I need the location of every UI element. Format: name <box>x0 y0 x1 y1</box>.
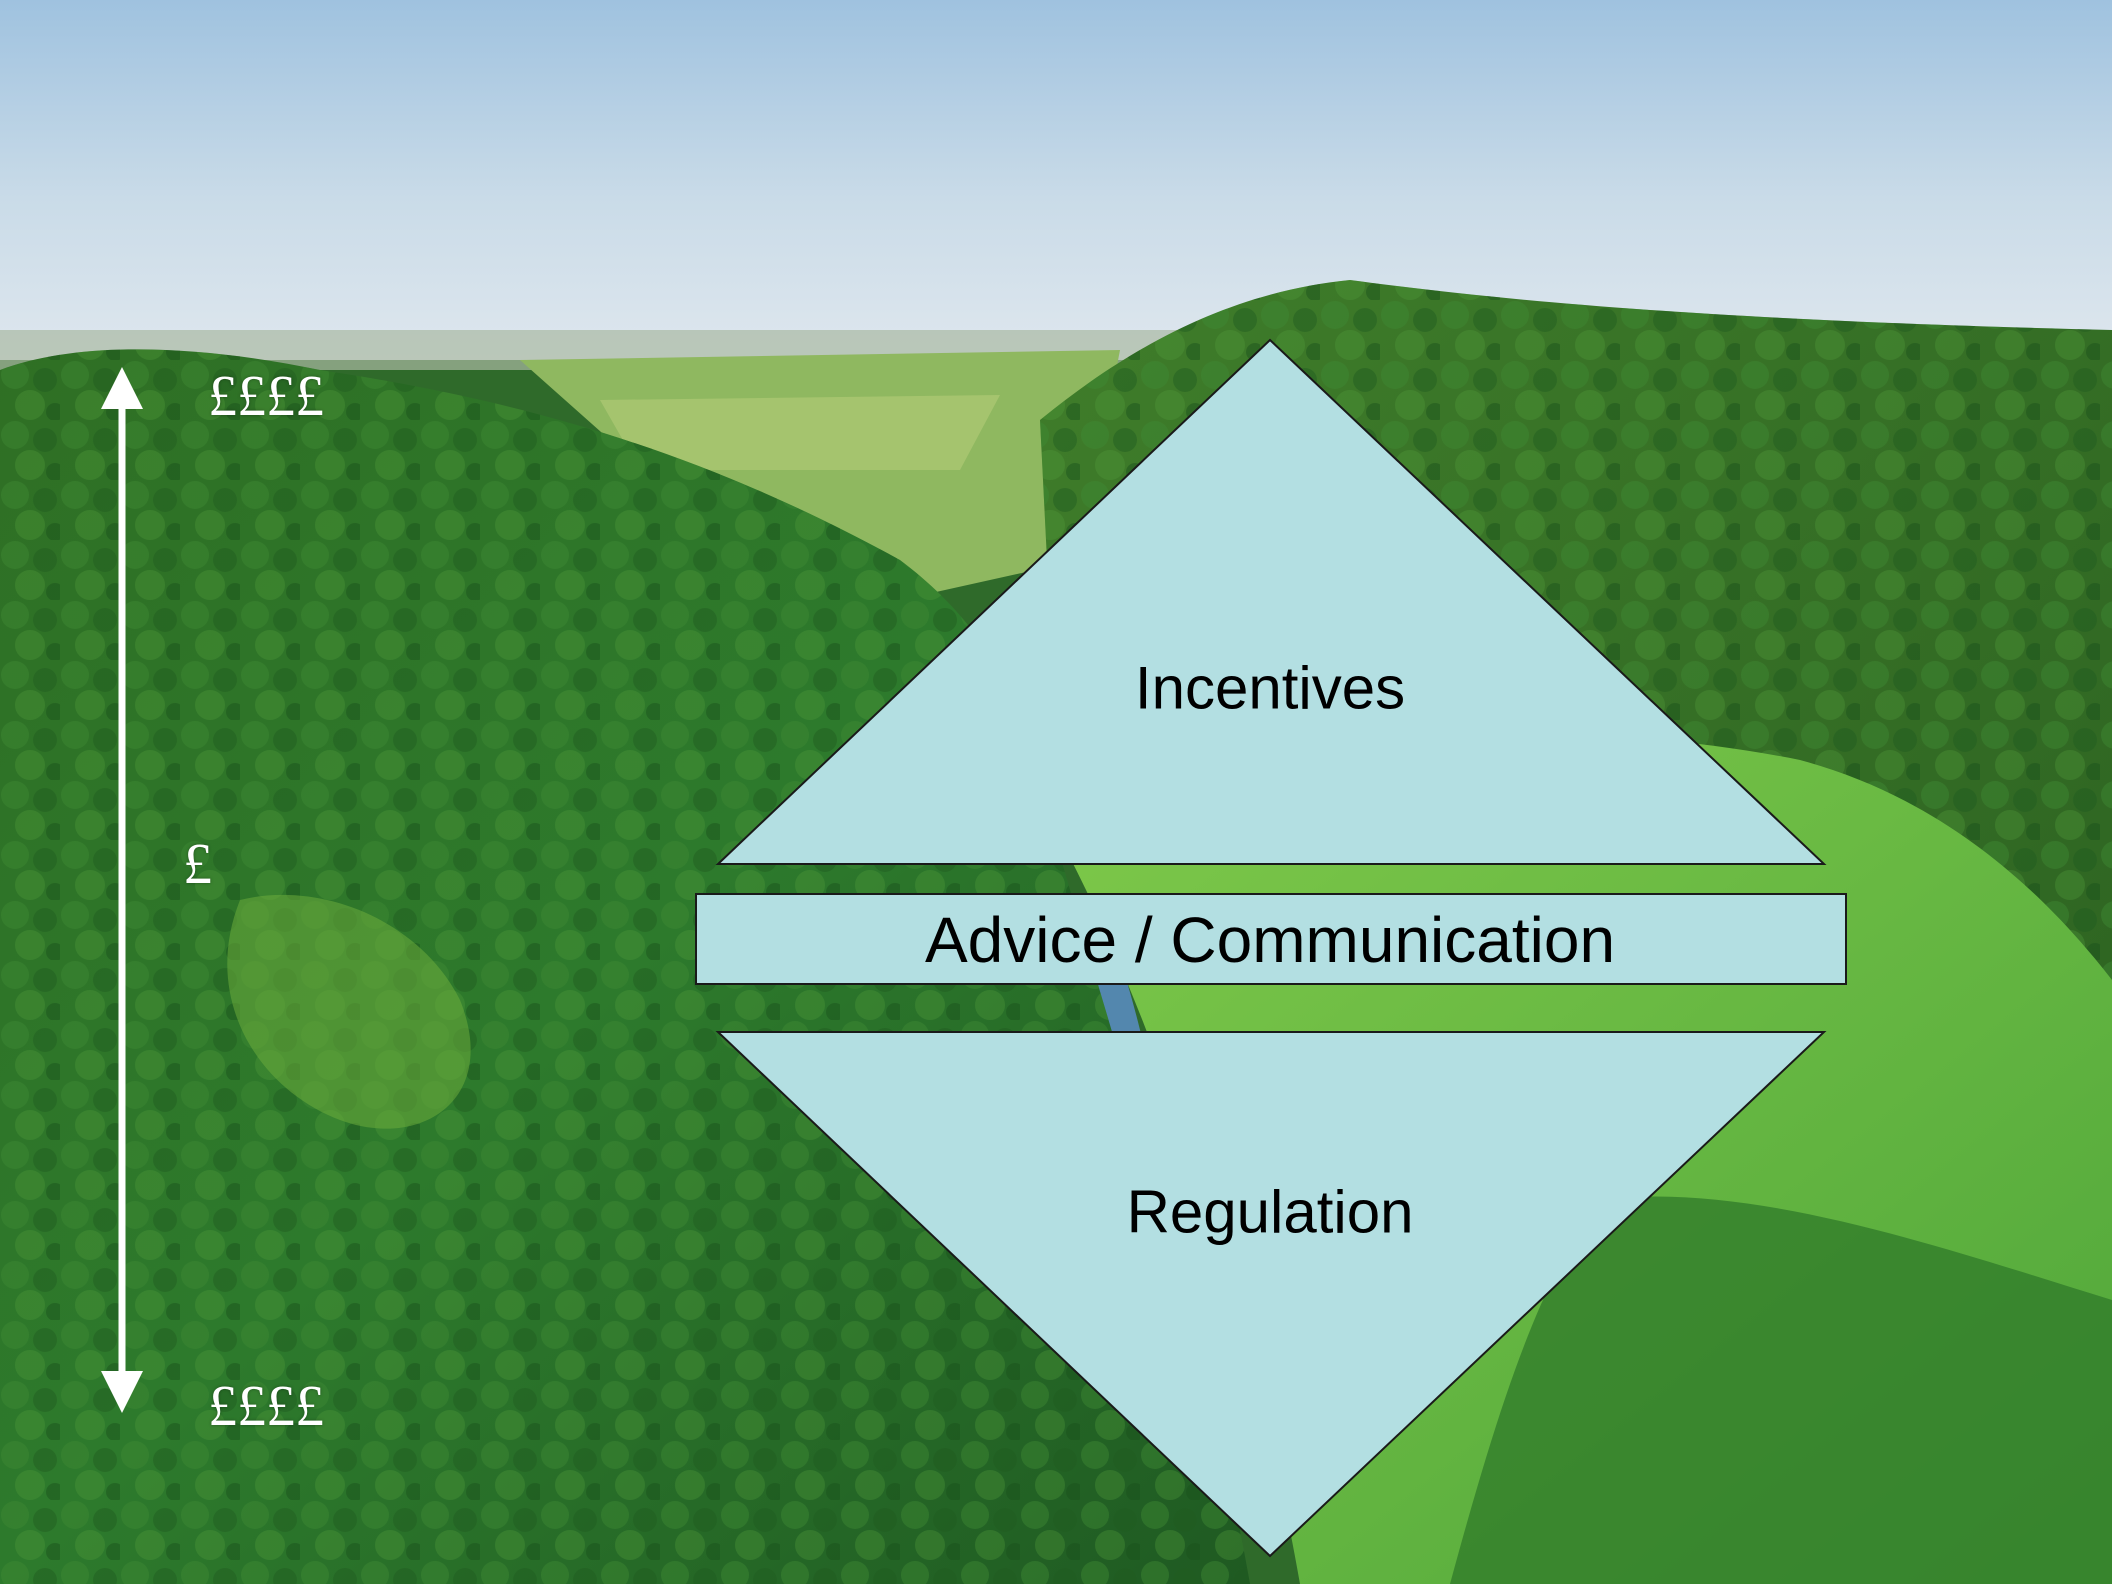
cost-low-middle-label: £ <box>183 831 212 896</box>
cost-high-top-label: ££££ <box>208 363 324 428</box>
regulation-label: Regulation <box>1126 1178 1414 1246</box>
advice-communication-bar <box>695 893 1847 985</box>
incentives-label: Incentives <box>1134 654 1406 722</box>
cost-high-bottom-label: ££££ <box>208 1373 324 1438</box>
incentives-triangle <box>715 338 1827 865</box>
advice-communication-label: Advice / Communication <box>924 904 1616 976</box>
regulation-triangle <box>715 1031 1827 1558</box>
